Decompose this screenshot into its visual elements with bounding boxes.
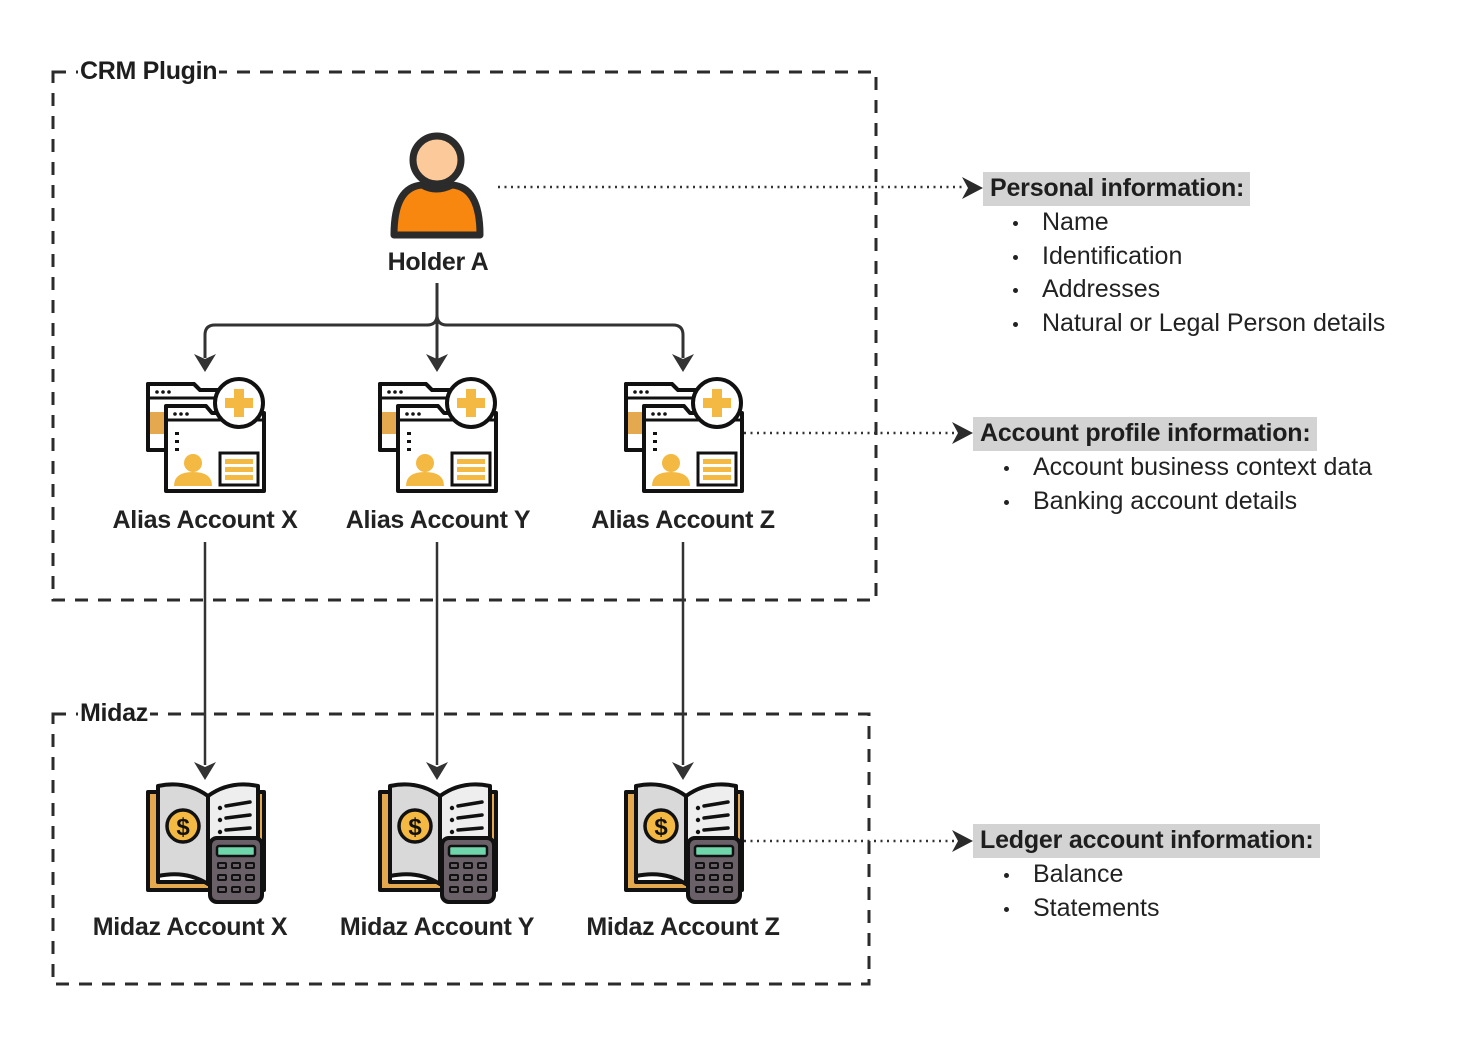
arrowhead-account-profile xyxy=(952,422,973,444)
midaz-account-z-label: Midaz Account Z xyxy=(586,913,780,941)
connector-arrowheads-top xyxy=(194,354,694,372)
midaz-group-border xyxy=(51,712,871,986)
bullet-icon xyxy=(1013,254,1018,260)
midaz-account-y-label: Midaz Account Y xyxy=(339,913,535,941)
personal-info-list: Name Identification Addresses Natural or… xyxy=(982,206,1385,341)
list-item: Natural or Legal Person details xyxy=(982,307,1385,341)
personal-info-title: Personal information: xyxy=(983,172,1251,206)
bullet-icon xyxy=(1013,322,1018,328)
list-item: Account business context data xyxy=(973,451,1372,485)
arrowhead-alias-x xyxy=(194,354,216,372)
arrowhead-midaz-x xyxy=(194,762,216,780)
list-item: Identification xyxy=(982,240,1385,274)
person-icon xyxy=(390,132,484,239)
alias-account-x-label: Alias Account X xyxy=(112,506,298,534)
ledger-calculator-icon xyxy=(624,782,744,904)
midaz-group-label: Midaz xyxy=(78,699,150,727)
alias-account-y-label: Alias Account Y xyxy=(345,506,531,534)
ledger-info-list: Balance Statements xyxy=(973,858,1320,925)
alias-account-z-label: Alias Account Z xyxy=(591,506,775,534)
ledger-calculator-icon xyxy=(146,782,266,904)
holder-label: Holder A xyxy=(387,248,489,276)
info-arrowheads xyxy=(952,177,983,852)
connector-arrowheads-bottom xyxy=(194,762,694,780)
arrowhead-personal xyxy=(962,177,983,199)
ledger-info-panel: Ledger account information: Balance Stat… xyxy=(973,824,1320,925)
account-profile-info-title: Account profile information: xyxy=(973,417,1317,451)
account-profile-icon xyxy=(624,377,744,493)
ledger-calculator-icon xyxy=(378,782,498,904)
list-item: Banking account details xyxy=(973,485,1372,519)
bullet-icon xyxy=(1004,906,1009,912)
alias-to-midaz-connectors xyxy=(203,542,685,765)
list-item: Statements xyxy=(973,892,1320,926)
midaz-account-x-label: Midaz Account X xyxy=(92,913,288,941)
crm-plugin-group-border xyxy=(51,70,878,602)
info-connectors xyxy=(498,185,966,843)
personal-info-panel: Personal information: Name Identificatio… xyxy=(983,172,1385,341)
bullet-icon xyxy=(1013,221,1018,226)
list-item: Addresses xyxy=(982,273,1385,307)
bullet-icon xyxy=(1004,873,1009,878)
arrowhead-midaz-y xyxy=(426,762,448,780)
account-profile-icon xyxy=(378,377,498,493)
arrowhead-alias-y xyxy=(426,354,448,372)
crm-plugin-group-label: CRM Plugin xyxy=(78,57,220,85)
connector-to-alias-x xyxy=(203,314,439,358)
ledger-info-title: Ledger account information: xyxy=(973,824,1320,858)
list-item: Name xyxy=(982,206,1385,240)
list-item: Balance xyxy=(973,858,1320,892)
holder-to-alias-connectors xyxy=(203,283,685,360)
bullet-icon xyxy=(1004,466,1009,471)
account-profile-icon xyxy=(146,377,266,493)
account-profile-info-list: Account business context data Banking ac… xyxy=(973,451,1372,518)
arrowhead-ledger xyxy=(952,830,973,852)
arrowhead-midaz-z xyxy=(672,762,694,780)
account-profile-info-panel: Account profile information: Account bus… xyxy=(973,417,1372,518)
arrowhead-alias-z xyxy=(672,354,694,372)
connector-to-alias-z xyxy=(435,314,685,358)
bullet-icon xyxy=(1004,499,1009,505)
bullet-icon xyxy=(1013,288,1018,294)
